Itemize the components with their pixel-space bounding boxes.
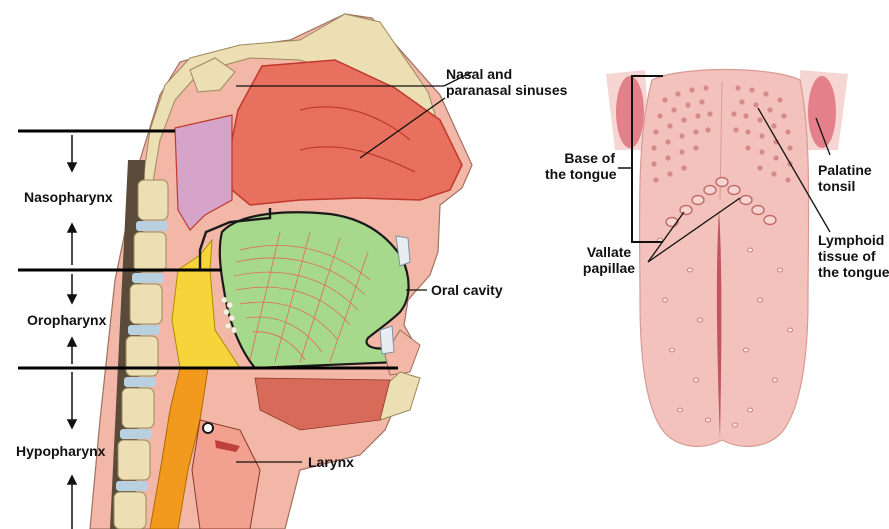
label-lymphoid-tissue: Lymphoid tissue of the tongue — [818, 232, 889, 280]
label-nasal-sinuses: Nasal and paranasal sinuses — [446, 66, 567, 98]
label-palatine-tonsil-line2: tonsil — [818, 178, 872, 194]
label-lymphoid-tissue-line2: tissue of — [818, 248, 889, 264]
label-nasal-sinuses-line2: paranasal sinuses — [446, 82, 567, 98]
right-palatine-tonsil — [808, 76, 836, 148]
label-base-of-tongue-line1: Base of — [545, 150, 615, 166]
label-vallate-papillae-line1: Vallate — [570, 244, 648, 260]
label-vallate-papillae-line2: papillae — [570, 260, 648, 276]
label-nasopharynx: Nasopharynx — [24, 189, 113, 205]
label-lymphoid-tissue-line1: Lymphoid — [818, 232, 889, 248]
label-palatine-tonsil-line1: Palatine — [818, 162, 872, 178]
label-palatine-tonsil: Palatine tonsil — [818, 162, 872, 194]
tongue-body — [640, 70, 809, 447]
label-oropharynx: Oropharynx — [27, 312, 106, 328]
left-palatine-tonsil — [616, 76, 644, 148]
label-hypopharynx: Hypopharynx — [16, 443, 105, 459]
label-base-of-tongue: Base of the tongue — [545, 150, 615, 182]
label-oral-cavity: Oral cavity — [431, 282, 503, 298]
label-nasal-sinuses-line1: Nasal and — [446, 66, 567, 82]
label-larynx: Larynx — [308, 454, 354, 470]
larynx-ring — [203, 423, 213, 433]
label-vallate-papillae: Vallate papillae — [570, 244, 648, 276]
label-base-of-tongue-line2: the tongue — [545, 166, 615, 182]
label-lymphoid-tissue-line3: the tongue — [818, 264, 889, 280]
